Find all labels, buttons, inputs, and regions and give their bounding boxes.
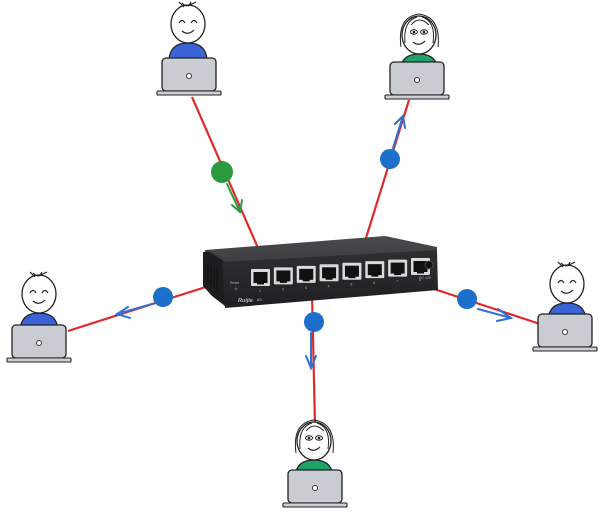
port-number-label: 7 — [396, 280, 398, 284]
hair — [399, 13, 439, 48]
user-bottom — [282, 419, 348, 508]
port-number-label: 1 — [259, 289, 261, 293]
head — [21, 274, 57, 314]
port-number-label: 2 — [282, 287, 284, 291]
switch-brand-label: Ruijie — [238, 298, 253, 304]
mouth — [32, 299, 46, 304]
arrow-down-right-icon — [226, 183, 243, 214]
packet-blue — [457, 289, 477, 309]
ethernet-port — [251, 269, 270, 286]
packets — [114, 113, 514, 371]
laptop-icon — [532, 313, 598, 352]
pupil — [412, 30, 416, 34]
reset-button — [234, 287, 238, 291]
arrow-left-icon — [114, 303, 153, 319]
power-jack — [424, 260, 434, 270]
port-number-label: 8 — [419, 278, 421, 282]
switch-power-label: DC 12V — [419, 276, 432, 280]
ethernet-port — [411, 258, 430, 275]
head — [549, 264, 585, 304]
laptop-icon — [282, 469, 348, 508]
packet-blue — [380, 149, 400, 169]
pupil — [317, 436, 321, 440]
ethernet-port — [319, 264, 339, 282]
switch-reset-label: Reset — [230, 281, 239, 285]
packet-blue — [304, 312, 324, 332]
network-switch: Reset 1 2 3 4 5 6 7 8 DC 12V Ruijie 8G — [203, 236, 438, 308]
eyes — [557, 279, 577, 284]
hair — [557, 261, 576, 268]
packet-blue — [153, 287, 173, 307]
mouth — [412, 40, 426, 45]
ethernet-port — [342, 262, 362, 280]
port-number-label: 3 — [305, 286, 307, 290]
eyes — [29, 289, 49, 294]
mouth — [307, 446, 321, 451]
ethernet-port — [388, 259, 408, 277]
head — [401, 15, 437, 55]
arrow-right-icon — [477, 308, 514, 322]
port-number-label: 6 — [373, 281, 375, 285]
arrow-down-icon — [305, 332, 317, 371]
packet-green — [211, 161, 233, 183]
head — [170, 4, 206, 44]
head — [296, 421, 332, 461]
switch-model-label: 8G — [257, 297, 262, 302]
cable-right — [424, 284, 541, 326]
switch-ports: 1 2 3 4 5 6 7 8 — [251, 258, 430, 293]
user-right — [532, 261, 598, 352]
users — [6, 1, 598, 508]
eyes — [178, 19, 198, 24]
mouth — [560, 289, 574, 294]
switch-vents — [207, 264, 218, 290]
ethernet-port — [273, 267, 293, 285]
user-top-right — [384, 13, 450, 100]
ethernet-port — [365, 261, 385, 279]
laptop-icon — [384, 61, 450, 100]
pupil — [422, 30, 426, 34]
mouth — [181, 29, 195, 34]
port-number-label: 5 — [350, 283, 352, 287]
laptop-icon — [156, 57, 222, 96]
hair — [29, 271, 48, 278]
pupil — [307, 436, 311, 440]
laptop-icon — [6, 324, 72, 363]
user-left — [6, 271, 72, 363]
hair — [294, 419, 334, 454]
hair — [178, 1, 197, 8]
arrow-up-right-icon — [392, 113, 406, 149]
ethernet-port — [296, 265, 316, 283]
user-top-left — [156, 1, 222, 96]
port-number-label: 4 — [328, 284, 330, 288]
